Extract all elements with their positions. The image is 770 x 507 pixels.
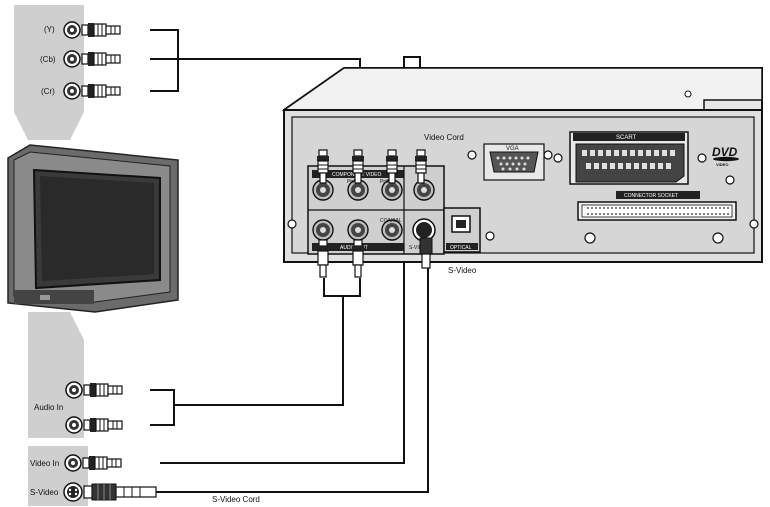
dvd-audio-r-jack-icon — [347, 219, 369, 241]
s-video-jack-label: S-VIDEO — [409, 245, 430, 251]
tv-audio-r-jack-icon — [65, 416, 83, 434]
connector-socket — [577, 191, 737, 221]
dvd-logo-icon: DVD VIDEO — [712, 145, 739, 167]
rca-plug-icon — [352, 239, 364, 278]
rca-plug-icon — [81, 51, 121, 67]
label-cb: (Cb) — [40, 55, 56, 64]
audio-input-panel — [28, 312, 84, 438]
dvd-s-video-jack-icon — [412, 218, 436, 242]
connector-socket-label: CONNECTOR SOCKET — [624, 193, 678, 199]
tv-s-video-jack-icon — [63, 482, 83, 502]
tv-cb-jack-icon — [63, 50, 81, 68]
label-audio-in: Audio In — [34, 403, 63, 412]
optical-port — [443, 207, 481, 253]
tv-video-jack-icon — [64, 454, 82, 472]
label-y: (Y) — [44, 25, 55, 34]
television — [7, 144, 179, 313]
coaxial-label: COAXIAL — [380, 218, 402, 224]
rca-plug-icon — [317, 239, 329, 278]
optical-label: OPTICAL — [450, 245, 472, 251]
component-input-panel — [14, 5, 84, 140]
video-cord-label: Video Cord — [424, 133, 464, 142]
tv-cr-jack-icon — [63, 82, 81, 100]
label-video-in: Video In — [30, 459, 59, 468]
label-s-video-tv: S-Video — [30, 488, 59, 497]
scart-port — [569, 131, 689, 185]
pb-cb-label: Pb/Cb — [347, 179, 361, 185]
tv-y-jack-icon — [63, 21, 81, 39]
vga-label: VGA — [506, 146, 519, 152]
label-cr: (Cr) — [41, 87, 55, 96]
rca-plug-icon — [81, 22, 121, 38]
s-video-plug-icon — [419, 237, 433, 269]
dvd-audio-l-jack-icon — [312, 219, 334, 241]
s-video-label-dvd: S-Video — [448, 266, 477, 275]
rca-plug-icon — [83, 417, 123, 433]
vga-port — [483, 143, 545, 181]
s-video-plug-icon — [83, 483, 157, 501]
rca-plug-icon — [81, 83, 121, 99]
pr-cr-label: Pr/Cr — [380, 179, 392, 185]
dvd-logo-text: DVD — [712, 145, 738, 159]
rca-plug-icon — [82, 455, 122, 471]
s-video-cord-label: S-Video Cord — [212, 495, 260, 504]
dvd-logo-video: VIDEO — [716, 162, 728, 167]
scart-label: SCART — [616, 135, 637, 141]
rca-plug-icon — [83, 382, 123, 398]
tv-audio-l-jack-icon — [65, 381, 83, 399]
